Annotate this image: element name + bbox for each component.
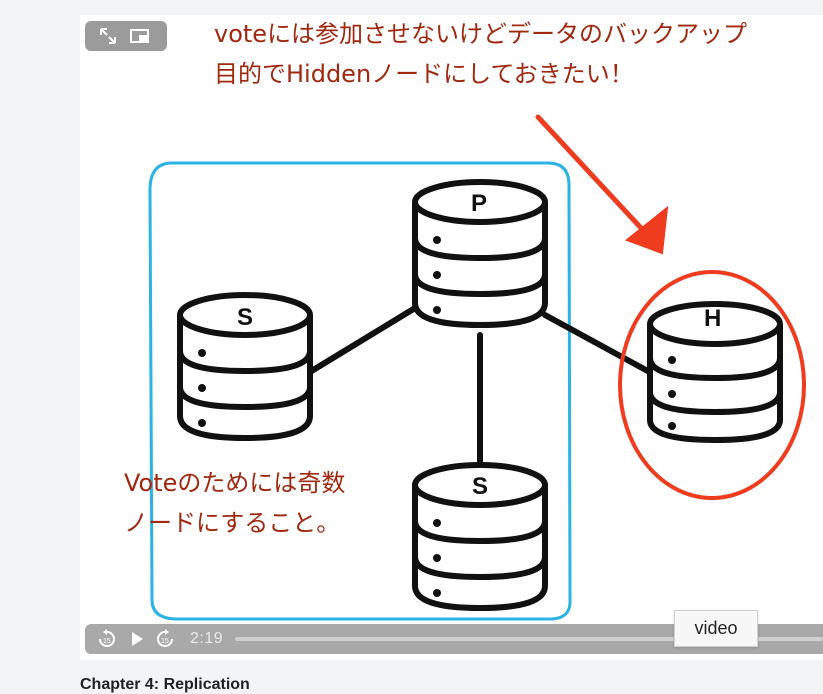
side-note-line2: ノードにすること。 <box>124 509 340 537</box>
red-arrow <box>535 114 669 255</box>
hidden-node: H <box>647 301 783 444</box>
video-player[interactable]: voteには参加させないけどデータのバックアップ 目的でHiddenノードにして… <box>80 15 823 660</box>
corner-controls <box>85 21 167 51</box>
forward-15-icon[interactable]: 15 <box>155 629 175 649</box>
top-note-line1: voteには参加させないけどデータのバックアップ <box>214 20 747 48</box>
play-icon[interactable] <box>127 629 147 649</box>
rewind-15-icon[interactable]: 15 <box>97 629 117 649</box>
secondary-node-left: S <box>177 292 313 442</box>
secondary-bottom-label: S <box>472 473 488 500</box>
secondary-node-bottom: S <box>412 462 548 612</box>
svg-text:15: 15 <box>161 638 169 645</box>
progress-scrubber[interactable] <box>235 637 823 641</box>
below-video-text: Chapter 4: Replication <box>80 676 250 693</box>
picture-in-picture-icon[interactable] <box>129 26 151 46</box>
primary-node: P <box>412 179 548 329</box>
expand-icon[interactable] <box>97 26 119 46</box>
connection-lines <box>302 302 658 478</box>
voting-group-outline <box>148 161 572 621</box>
side-note-line1: Voteのためには奇数 <box>124 469 345 497</box>
primary-node-label: P <box>471 190 487 217</box>
video-tooltip: video <box>674 610 758 647</box>
secondary-left-label: S <box>237 304 253 331</box>
timecode: 2:19 <box>190 630 224 647</box>
hidden-node-label: H <box>704 305 721 332</box>
slide-diagram: voteには参加させないけどデータのバックアップ 目的でHiddenノードにして… <box>124 20 806 621</box>
top-note-line2: 目的でHiddenノードにしておきたい！ <box>214 60 634 88</box>
svg-text:15: 15 <box>103 638 111 645</box>
hidden-node-highlight <box>618 270 806 500</box>
